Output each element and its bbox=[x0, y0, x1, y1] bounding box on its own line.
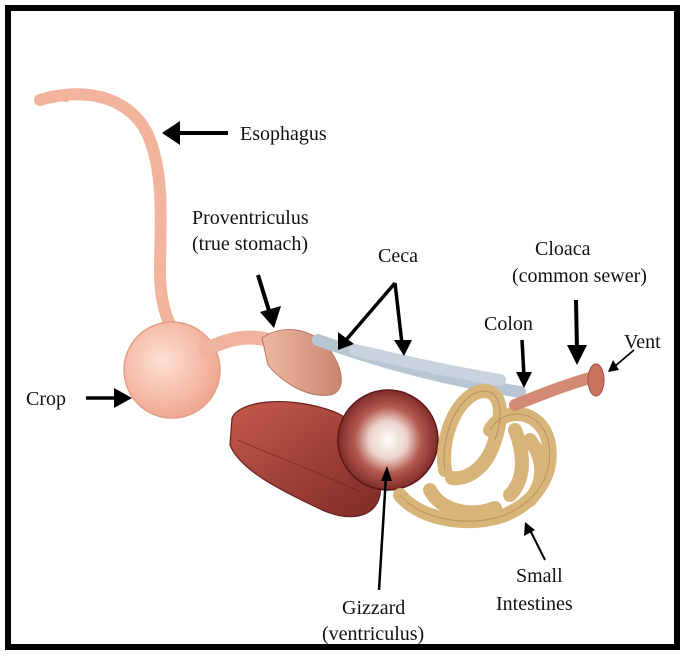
label-colon: Colon bbox=[484, 313, 533, 335]
label-proventriculus-line1: Proventriculus bbox=[192, 207, 309, 229]
label-vent: Vent bbox=[624, 331, 661, 353]
label-cloaca-line2: (common sewer) bbox=[512, 265, 647, 287]
label-crop: Crop bbox=[26, 388, 66, 410]
vent-shape bbox=[588, 364, 604, 396]
label-cloaca-line1: Cloaca bbox=[535, 238, 591, 260]
label-small-intestines-line2: Intestines bbox=[496, 593, 573, 615]
label-small-intestines-line1: Small bbox=[516, 565, 563, 587]
label-ceca: Ceca bbox=[378, 245, 418, 267]
label-proventriculus-line2: (true stomach) bbox=[192, 233, 308, 255]
label-gizzard-line1: Gizzard bbox=[342, 597, 405, 619]
crop-shape bbox=[124, 322, 220, 418]
esophagus-shape bbox=[40, 94, 185, 345]
label-esophagus: Esophagus bbox=[240, 123, 327, 145]
label-gizzard-line2: (ventriculus) bbox=[322, 623, 424, 645]
